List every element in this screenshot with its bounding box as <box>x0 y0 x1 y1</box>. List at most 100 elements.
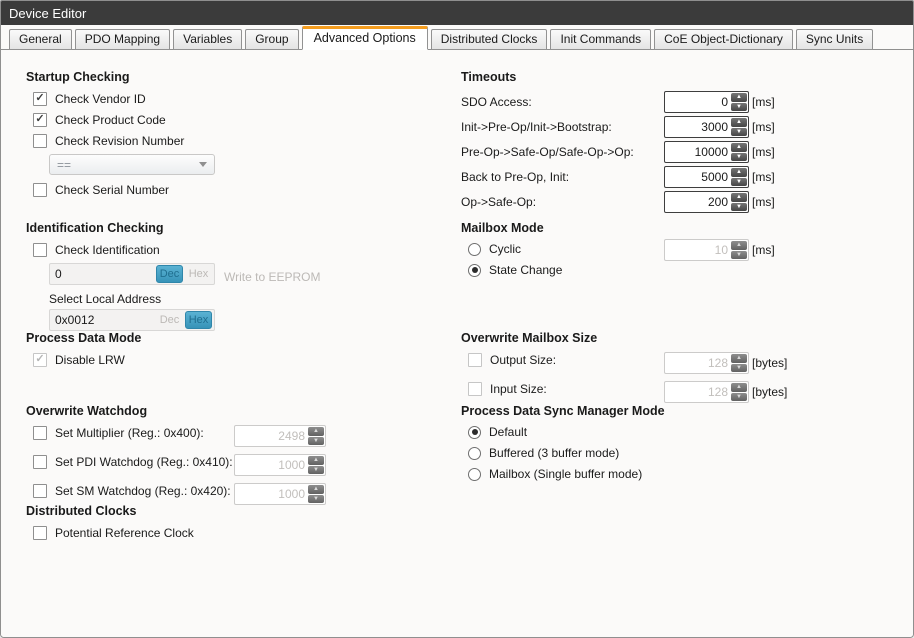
identification-hex-button[interactable]: Hex <box>188 268 209 280</box>
disable-lrw-checkbox <box>33 352 47 367</box>
check-revision-number-checkbox[interactable] <box>33 133 47 148</box>
tab-pdo-mapping[interactable]: PDO Mapping <box>74 29 171 50</box>
section-title: Startup Checking <box>26 70 130 84</box>
spin-up-button[interactable]: ▲ <box>731 241 747 250</box>
tab-distributed-clocks[interactable]: Distributed Clocks <box>430 29 548 50</box>
spin-up-button[interactable]: ▲ <box>731 143 747 152</box>
potential-reference-clock-checkbox[interactable] <box>33 525 47 540</box>
spin-down-button[interactable]: ▼ <box>308 465 324 474</box>
identification-value-group: 0 Dec Hex <box>49 263 215 285</box>
input-size-value[interactable]: 128 <box>707 385 728 399</box>
disable-lrw-label: Disable LRW <box>55 352 125 367</box>
set-sm-watchdog-label: Set SM Watchdog (Reg.: 0x420): <box>55 483 231 498</box>
write-to-eeprom-label: Write to EEPROM <box>224 269 321 284</box>
local-address-dec-button[interactable]: Dec <box>159 314 180 326</box>
section-title: Timeouts <box>461 70 517 84</box>
cyclic-interval-value[interactable]: 10 <box>714 243 728 257</box>
buffered-label: Buffered (3 buffer mode) <box>489 446 620 460</box>
spin-down-button[interactable]: ▼ <box>731 363 747 372</box>
default-radio[interactable] <box>468 425 481 439</box>
sdo-access-value[interactable]: 0 <box>721 95 728 109</box>
spin-down-button[interactable]: ▼ <box>731 392 747 401</box>
identification-value-input[interactable]: 0 <box>55 267 62 281</box>
section-identification-checking: Identification Checking Check Identifica… <box>26 221 320 336</box>
unit-label: [ms] <box>752 243 775 257</box>
potential-reference-clock-label: Potential Reference Clock <box>55 525 194 540</box>
spin-down-button[interactable]: ▼ <box>731 202 747 211</box>
check-serial-number-label: Check Serial Number <box>55 182 170 197</box>
local-address-group: 0x0012 Dec Hex <box>49 309 215 331</box>
spin-up-button[interactable]: ▲ <box>731 383 747 392</box>
state-change-radio[interactable] <box>468 263 481 277</box>
mailbox-single-buffer-radio[interactable] <box>468 467 481 481</box>
spin-down-button[interactable]: ▼ <box>308 436 324 445</box>
spin-down-button[interactable]: ▼ <box>731 127 747 136</box>
local-address-input[interactable]: 0x0012 <box>55 313 95 327</box>
spin-up-button[interactable]: ▲ <box>308 485 324 494</box>
back-to-preop-init-value[interactable]: 5000 <box>701 170 728 184</box>
tab-sync-units[interactable]: Sync Units <box>795 29 874 50</box>
pdi-watchdog-value[interactable]: 1000 <box>278 458 305 472</box>
set-multiplier-label: Set Multiplier (Reg.: 0x400): <box>55 425 204 440</box>
spin-up-button[interactable]: ▲ <box>731 193 747 202</box>
set-sm-watchdog-checkbox[interactable] <box>33 483 47 498</box>
section-timeouts: Timeouts SDO Access: 0 ▲ ▼ [ms] Init->Pr… <box>461 70 891 216</box>
tab-advanced-options[interactable]: Advanced Options <box>301 26 428 50</box>
spin-down-button[interactable]: ▼ <box>308 494 324 503</box>
unit-label: [bytes] <box>752 385 788 399</box>
default-label: Default <box>489 425 528 439</box>
spin-down-button[interactable]: ▼ <box>731 250 747 259</box>
spin-up-button[interactable]: ▲ <box>731 93 747 102</box>
revision-operator-dropdown[interactable]: == <box>49 154 215 175</box>
multiplier-value[interactable]: 2498 <box>278 429 305 443</box>
spin-up-button[interactable]: ▲ <box>731 168 747 177</box>
section-overwrite-mailbox-size: Overwrite Mailbox Size Output Size: 128 … <box>461 331 891 406</box>
check-serial-number-checkbox[interactable] <box>33 182 47 197</box>
spin-up-button[interactable]: ▲ <box>731 354 747 363</box>
cyclic-radio[interactable] <box>468 242 481 256</box>
sm-watchdog-value[interactable]: 1000 <box>278 487 305 501</box>
tab-group[interactable]: Group <box>245 29 299 50</box>
preop-safeop-op-label: Pre-Op->Safe-Op/Safe-Op->Op: <box>461 145 634 159</box>
tab-general[interactable]: General <box>9 29 72 50</box>
set-pdi-watchdog-checkbox[interactable] <box>33 454 47 469</box>
buffered-radio[interactable] <box>468 446 481 460</box>
preop-safeop-op-spinner: 10000 ▲ ▼ <box>664 141 749 163</box>
cyclic-interval-spinner: 10 ▲ ▼ <box>664 239 749 261</box>
back-to-preop-init-label: Back to Pre-Op, Init: <box>461 170 570 184</box>
preop-safeop-op-value[interactable]: 10000 <box>694 145 728 159</box>
section-mailbox-mode: Mailbox Mode Cyclic 10 ▲ ▼ [ms] <box>461 221 891 284</box>
output-size-value[interactable]: 128 <box>707 356 728 370</box>
input-size-checkbox[interactable] <box>468 381 482 396</box>
check-product-code-checkbox[interactable] <box>33 112 47 127</box>
select-local-address-label: Select Local Address <box>49 292 162 306</box>
tab-init-commands[interactable]: Init Commands <box>550 29 652 50</box>
tab-variables[interactable]: Variables <box>173 29 243 50</box>
spin-up-button[interactable]: ▲ <box>731 118 747 127</box>
advanced-options-panel: Startup Checking Check Vendor ID Check P… <box>1 50 913 637</box>
section-process-data-mode: Process Data Mode Disable LRW <box>26 331 141 373</box>
set-multiplier-checkbox[interactable] <box>33 425 47 440</box>
spin-down-button[interactable]: ▼ <box>731 177 747 186</box>
section-startup-checking: Startup Checking Check Vendor ID Check P… <box>26 70 215 203</box>
pdi-watchdog-spinner: 1000 ▲ ▼ <box>234 454 326 476</box>
check-vendor-id-label: Check Vendor ID <box>55 91 146 106</box>
cyclic-label: Cyclic <box>489 242 521 256</box>
state-change-label: State Change <box>489 263 563 277</box>
input-size-label: Input Size: <box>490 381 547 396</box>
spin-down-button[interactable]: ▼ <box>731 152 747 161</box>
spin-up-button[interactable]: ▲ <box>308 427 324 436</box>
op-safeop-value[interactable]: 200 <box>707 195 728 209</box>
spin-up-button[interactable]: ▲ <box>308 456 324 465</box>
output-size-checkbox[interactable] <box>468 352 482 367</box>
check-vendor-id-checkbox[interactable] <box>33 91 47 106</box>
output-size-label: Output Size: <box>490 352 557 367</box>
tab-coe-object-dictionary[interactable]: CoE Object-Dictionary <box>654 29 793 50</box>
local-address-hex-button[interactable]: Hex <box>185 311 212 329</box>
init-preop-bootstrap-value[interactable]: 3000 <box>701 120 728 134</box>
check-product-code-label: Check Product Code <box>55 112 166 127</box>
unit-label: [ms] <box>752 145 775 159</box>
identification-dec-button[interactable]: Dec <box>156 265 183 283</box>
check-identification-checkbox[interactable] <box>33 242 47 257</box>
spin-down-button[interactable]: ▼ <box>731 102 747 111</box>
